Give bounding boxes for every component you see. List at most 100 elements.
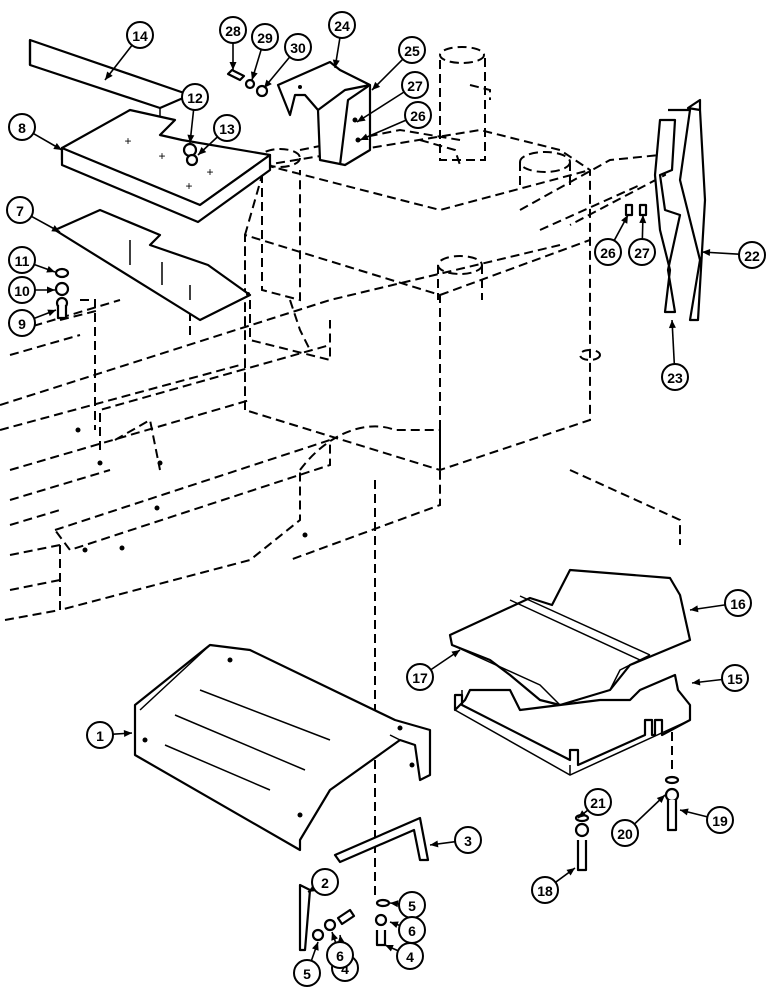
part-22-23-side-plates: [653, 98, 707, 322]
callout-circle: [219, 16, 247, 44]
callout-number: 3: [464, 833, 472, 849]
callout-26: 26: [359, 101, 432, 141]
callout-circle: [213, 114, 241, 142]
callout-27: 27: [356, 71, 429, 123]
callout-arrowhead: [53, 142, 62, 150]
part-4-5-6-bolts-washers: [311, 898, 391, 947]
part-18-21-bolts-washers: [574, 775, 680, 872]
svg-text:+: +: [124, 134, 131, 148]
callout-arrowhead: [680, 808, 689, 816]
callout-arrowhead: [187, 134, 195, 143]
callout-number: 18: [537, 883, 553, 899]
callout-arrowhead: [621, 215, 628, 224]
callout-number: 23: [667, 370, 683, 386]
callout-8: 8: [8, 113, 63, 151]
callout-7: 7: [6, 196, 61, 233]
callout-arrowhead: [105, 71, 113, 80]
svg-text:+: +: [158, 149, 165, 163]
callout-arrowhead: [47, 309, 56, 317]
callout-26: 26: [594, 214, 629, 266]
part-2-lower-bracket: [298, 883, 312, 952]
callout-15: 15: [691, 664, 749, 692]
callout-arrowhead: [639, 215, 647, 224]
callout-number: 22: [744, 248, 760, 264]
callout-circle: [531, 876, 559, 904]
callout-circle: [126, 21, 154, 49]
part-3-upper-bracket: [333, 816, 430, 864]
callout-arrowhead: [690, 605, 699, 613]
callout-circle: [661, 363, 689, 391]
callout-number: 16: [730, 596, 746, 612]
callout-arrowhead: [390, 900, 399, 908]
callout-arrowhead: [357, 114, 366, 122]
callout-number: 5: [408, 898, 416, 914]
callout-arrowhead: [198, 146, 207, 155]
callout-number: 15: [727, 671, 743, 687]
callout-arrowhead: [702, 248, 711, 256]
callout-number: 4: [406, 949, 414, 965]
callout-circle: [328, 11, 356, 39]
callout-arrowhead: [566, 868, 575, 876]
callout-number: 30: [290, 40, 306, 56]
part-16-17-floor-panel: [448, 568, 692, 707]
frame-assembly: [0, 46, 681, 900]
callout-leader-line: [356, 91, 405, 123]
callout-13: 13: [197, 114, 241, 156]
callout-circle: [326, 941, 354, 969]
callout-number: 12: [187, 90, 203, 106]
callout-circle: [8, 246, 36, 274]
callout-circle: [406, 663, 434, 691]
callout-16: 16: [689, 589, 752, 617]
callout-arrowhead: [331, 932, 338, 941]
part-7-mounting-plate: [53, 208, 252, 322]
callout-arrowhead: [46, 265, 55, 273]
callout-arrowhead: [312, 942, 319, 951]
callout-6: 6: [389, 916, 426, 944]
callout-number: 19: [712, 813, 728, 829]
callout-9: 9: [8, 309, 57, 337]
callout-27: 27: [628, 214, 656, 266]
callout-arrowhead: [360, 133, 369, 141]
part-26-27-nut-washer-right: [624, 203, 648, 217]
part-9-10-11-bolt-stack: [54, 267, 70, 320]
callout-30: 30: [263, 33, 312, 89]
part-1-fender-cover: [133, 643, 432, 852]
callout-arrowhead: [656, 795, 665, 804]
callout-arrowhead: [123, 730, 132, 737]
part-15-lower-plate: [453, 673, 692, 776]
callout-29: 29: [250, 23, 279, 81]
callout-circle: [721, 664, 749, 692]
callout-21: 21: [577, 788, 612, 819]
callout-20: 20: [611, 794, 666, 847]
callout-arrowhead: [430, 840, 439, 848]
callout-number: 8: [18, 120, 26, 136]
callout-circle: [181, 83, 209, 111]
callout-5: 5: [293, 941, 321, 987]
callout-number: 24: [334, 18, 350, 34]
callout-arrowhead: [47, 286, 55, 294]
callout-24: 24: [328, 11, 356, 69]
callout-2: 2: [307, 868, 339, 896]
callout-number: 26: [600, 245, 616, 261]
callout-arrowhead: [51, 225, 60, 232]
callout-circle: [6, 196, 34, 224]
callout-14: 14: [104, 21, 154, 81]
part-12-13-nut-washer: [182, 142, 199, 167]
callout-circle: [284, 33, 312, 61]
callout-circle: [738, 241, 766, 269]
callout-number: 25: [404, 43, 420, 59]
callout-number: 27: [634, 245, 650, 261]
callout-circle: [584, 788, 612, 816]
callout-6: 6: [326, 931, 354, 969]
callout-circle: [398, 36, 426, 64]
callout-arrowhead: [451, 650, 460, 658]
callout-arrowhead: [668, 320, 676, 329]
callout-layer: 1234455667891011121314151617181920212223…: [6, 11, 766, 987]
callout-circle: [706, 806, 734, 834]
callout-number: 20: [617, 826, 633, 842]
callout-circle: [594, 238, 622, 266]
callout-10: 10: [8, 276, 55, 304]
callout-arrowhead: [372, 81, 381, 90]
callout-circle: [398, 916, 426, 944]
